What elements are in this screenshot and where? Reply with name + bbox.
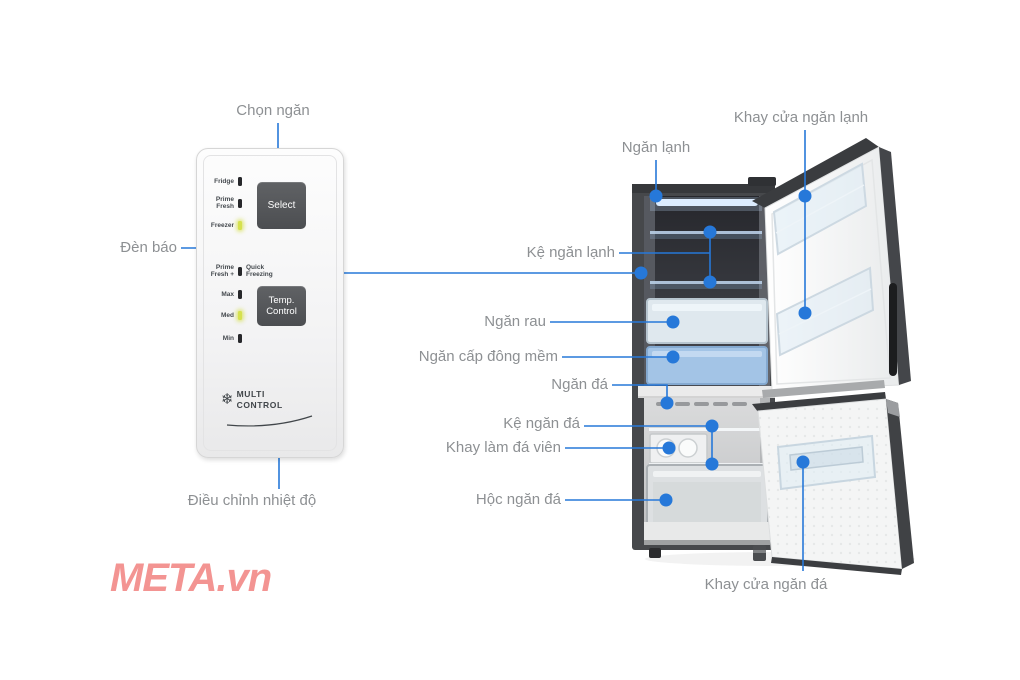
- callout-dot-hoc-ngan-da: [659, 493, 673, 507]
- indicator-label: Prime Fresh +: [210, 264, 234, 279]
- callout-dot-ngan-lanh: [649, 189, 663, 203]
- callout-dot-ke-ngan-da-2: [705, 457, 719, 471]
- label-ke-ngan-lanh: Kệ ngăn lạnh: [526, 244, 615, 261]
- fridge-door-handle-groove: [889, 283, 897, 376]
- callout-dot-ke-ngan-da-1: [705, 419, 719, 433]
- indicator-label: Min: [222, 334, 234, 342]
- freezer-door-hinge-cap: [886, 399, 900, 417]
- label-ke-ngan-da: Kệ ngăn đá: [503, 415, 580, 432]
- med-led: [238, 311, 242, 320]
- callout-dot-control-panel: [634, 266, 648, 280]
- meta-vn-watermark: META.vn: [110, 556, 272, 600]
- freezer-door-outer-edge: [886, 399, 914, 569]
- quick-freezing-led: [238, 266, 242, 276]
- cabinet-bottom-shade: [644, 540, 770, 545]
- temp-control-button: Temp. Control: [257, 286, 306, 326]
- indicator-row-max: Max: [198, 290, 242, 299]
- fridge-door-tray-2-lip: [778, 288, 872, 335]
- label-ngan-cap-dong-mem: Ngăn cấp đông mềm: [418, 348, 558, 365]
- freezer-shelf-1: [649, 428, 763, 431]
- callout-dot-ke-ngan-lanh-2: [703, 275, 717, 289]
- freezer-led: [238, 221, 242, 230]
- indicator-row-fridge: Fridge: [198, 177, 242, 186]
- logo-swoosh: [226, 415, 313, 427]
- multi-control-logo: ❄ MULTI CONTROL: [221, 389, 321, 410]
- callout-dot-khay-cua-ngan-da: [796, 455, 810, 469]
- indicator-row-prime-fresh: Prime Fresh: [198, 196, 242, 211]
- indicator-label: Max: [221, 290, 234, 298]
- fridge-foot-left: [649, 548, 661, 558]
- callout-dot-khay-cua-ngan-lanh-2: [798, 306, 812, 320]
- freezer-door-hinge-bar: [762, 380, 885, 398]
- callout-dots: [634, 189, 812, 507]
- fridge-door-top-edge: [752, 138, 879, 208]
- label-ngan-lanh: Ngăn lạnh: [621, 139, 691, 156]
- callout-dot-ngan-da: [660, 396, 674, 410]
- callout-dot-ngan-cap-dong-mem: [666, 350, 680, 364]
- control-panel: Fridge Prime Fresh Freezer Prime Fresh +…: [196, 148, 344, 458]
- vegetable-drawer-rail: [652, 304, 762, 311]
- label-khay-cua-ngan-da: Khay cửa ngăn đá: [704, 576, 828, 593]
- indicator-label: Freezer: [210, 221, 234, 229]
- indicator-row-med: Med: [198, 311, 242, 320]
- door-hinge-cap: [748, 177, 776, 186]
- callout-dot-ke-ngan-lanh-1: [703, 225, 717, 239]
- freezer-door-top-edge: [752, 392, 886, 412]
- freezer-drawer-rail: [653, 471, 761, 477]
- snowflake-icon: ❄: [221, 390, 234, 409]
- callout-dot-khay-cua-ngan-lanh-1: [798, 189, 812, 203]
- label-ngan-da: Ngăn đá: [551, 376, 608, 393]
- callout-dot-khay-lam-da-vien: [662, 441, 676, 455]
- freezer-vent-slots: [656, 402, 747, 406]
- label-chon-ngan: Chọn ngăn: [236, 102, 310, 119]
- control-panel-inner-border: [203, 155, 337, 451]
- select-button: Select: [257, 182, 306, 229]
- compartment-divider-line: [638, 396, 775, 398]
- label-hoc-ngan-da: Hộc ngăn đá: [475, 491, 561, 508]
- soft-freeze-drawer-rail: [652, 351, 762, 357]
- freezer-drawer-body: [653, 482, 761, 528]
- indicator-label-right: Quick Freezing: [246, 264, 273, 279]
- fridge-foot-roller-band: [753, 550, 766, 553]
- fridge-interior-right-wall: [759, 196, 770, 386]
- cabinet-bottom-panel: [644, 522, 770, 544]
- fridge-door-tray-1-lip: [775, 184, 865, 234]
- indicator-label: Fridge: [214, 177, 234, 185]
- multi-control-text: MULTI CONTROL: [236, 389, 283, 410]
- prime-fresh-led: [238, 198, 242, 208]
- fridge-led: [238, 177, 242, 186]
- cabinet-top-edge: [632, 184, 775, 193]
- freezer-door-dimples: [758, 399, 902, 569]
- indicator-row-min: Min: [198, 334, 242, 343]
- indicator-row-freezer: Freezer: [198, 221, 242, 230]
- led-light-strip: [656, 199, 758, 206]
- label-den-bao: Đèn báo: [120, 239, 177, 256]
- label-khay-cua-ngan-lanh: Khay cửa ngăn lạnh: [733, 109, 869, 126]
- fridge-interior-left-wall: [644, 196, 655, 386]
- max-led: [238, 290, 242, 299]
- ice-tray-mold-2: [678, 438, 698, 458]
- min-led: [238, 334, 242, 343]
- label-dieu-chinh-nhiet-do: Điều chỉnh nhiệt độ: [187, 492, 317, 509]
- callout-dot-ngan-rau: [666, 315, 680, 329]
- indicator-row-quick-freezing: Prime Fresh + Quick Freezing: [198, 264, 282, 279]
- label-khay-lam-da-vien: Khay làm đá viên: [445, 439, 561, 456]
- fridge-door-outer-edge: [879, 147, 911, 385]
- label-ngan-rau: Ngăn rau: [484, 313, 546, 330]
- indicator-label: Med: [221, 311, 234, 319]
- indicator-label: Prime Fresh: [215, 196, 234, 211]
- compartment-divider: [638, 386, 775, 398]
